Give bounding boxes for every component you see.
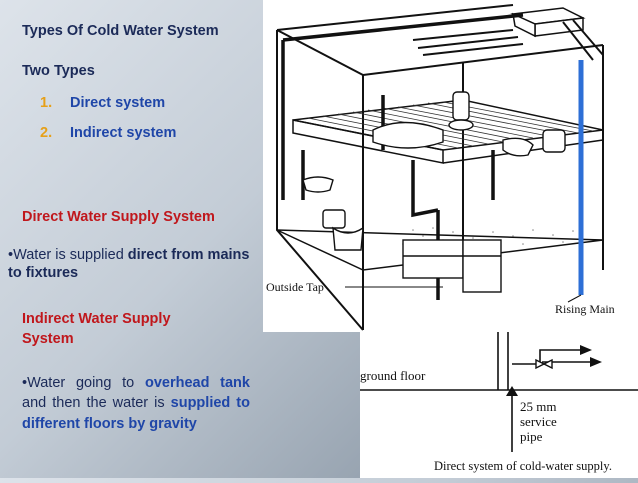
indirect-desc-part1: •Water going to (22, 375, 145, 391)
slide-title: Types Of Cold Water System (22, 23, 219, 39)
toilet-icon (452, 91, 470, 121)
indirect-desc-part3: and then the water is (22, 395, 171, 412)
service-pipe-label: service (520, 414, 557, 429)
service-pipe-svg: ground floor 25 mm service pipe Direct s… (360, 332, 638, 473)
list-label: Indirect system (70, 125, 177, 141)
list-number: 1. (40, 95, 53, 111)
list-item: 2. Indirect system (40, 124, 176, 154)
indirect-desc-part2: overhead tank (144, 375, 250, 391)
direct-description: •Water is supplied direct from mains to … (8, 246, 258, 282)
outside-tap-label: Outside Tap (266, 280, 324, 294)
kitchen-unit-icon (462, 239, 502, 293)
house-cutaway-svg: Outside Tap Rising Main (266, 4, 615, 331)
two-types-heading: Two Types (22, 63, 95, 79)
valve-icon (535, 358, 553, 370)
kitchen-unit-icon (402, 239, 464, 279)
pipe-label: pipe (520, 429, 543, 444)
diagram-caption: Direct system of cold-water supply. (434, 459, 612, 473)
wash-basin-icon (302, 176, 334, 193)
indirect-description: •Water going to overhead tank and then t… (22, 373, 250, 434)
toilet-icon (322, 209, 346, 229)
direct-heading: Direct Water Supply System (22, 209, 215, 225)
service-pipe-diagram: ground floor 25 mm service pipe Direct s… (360, 332, 638, 478)
direct-desc-bold: direct from mains to fixtures (8, 247, 250, 282)
indirect-heading: Indirect Water Supply System (22, 311, 171, 348)
direct-desc-prefix: •Water is supplied (8, 247, 128, 263)
rising-main-label: Rising Main (555, 302, 615, 316)
ground-floor-label: ground floor (360, 368, 426, 383)
house-cutaway-diagram: Outside Tap Rising Main (263, 0, 638, 332)
bathtub-icon (372, 121, 444, 149)
list-number: 2. (40, 125, 53, 141)
pipe-size-label: 25 mm (520, 399, 556, 414)
list-label: Direct system (70, 95, 166, 111)
cistern-icon (510, 7, 586, 38)
types-list: 1. Direct system 2. Indirect system (40, 94, 176, 154)
toilet-icon (542, 129, 566, 153)
wash-basin-icon (502, 137, 534, 157)
indirect-desc-part4: supplied to different floors by gravity (22, 395, 250, 432)
list-item: 1. Direct system (40, 94, 176, 124)
